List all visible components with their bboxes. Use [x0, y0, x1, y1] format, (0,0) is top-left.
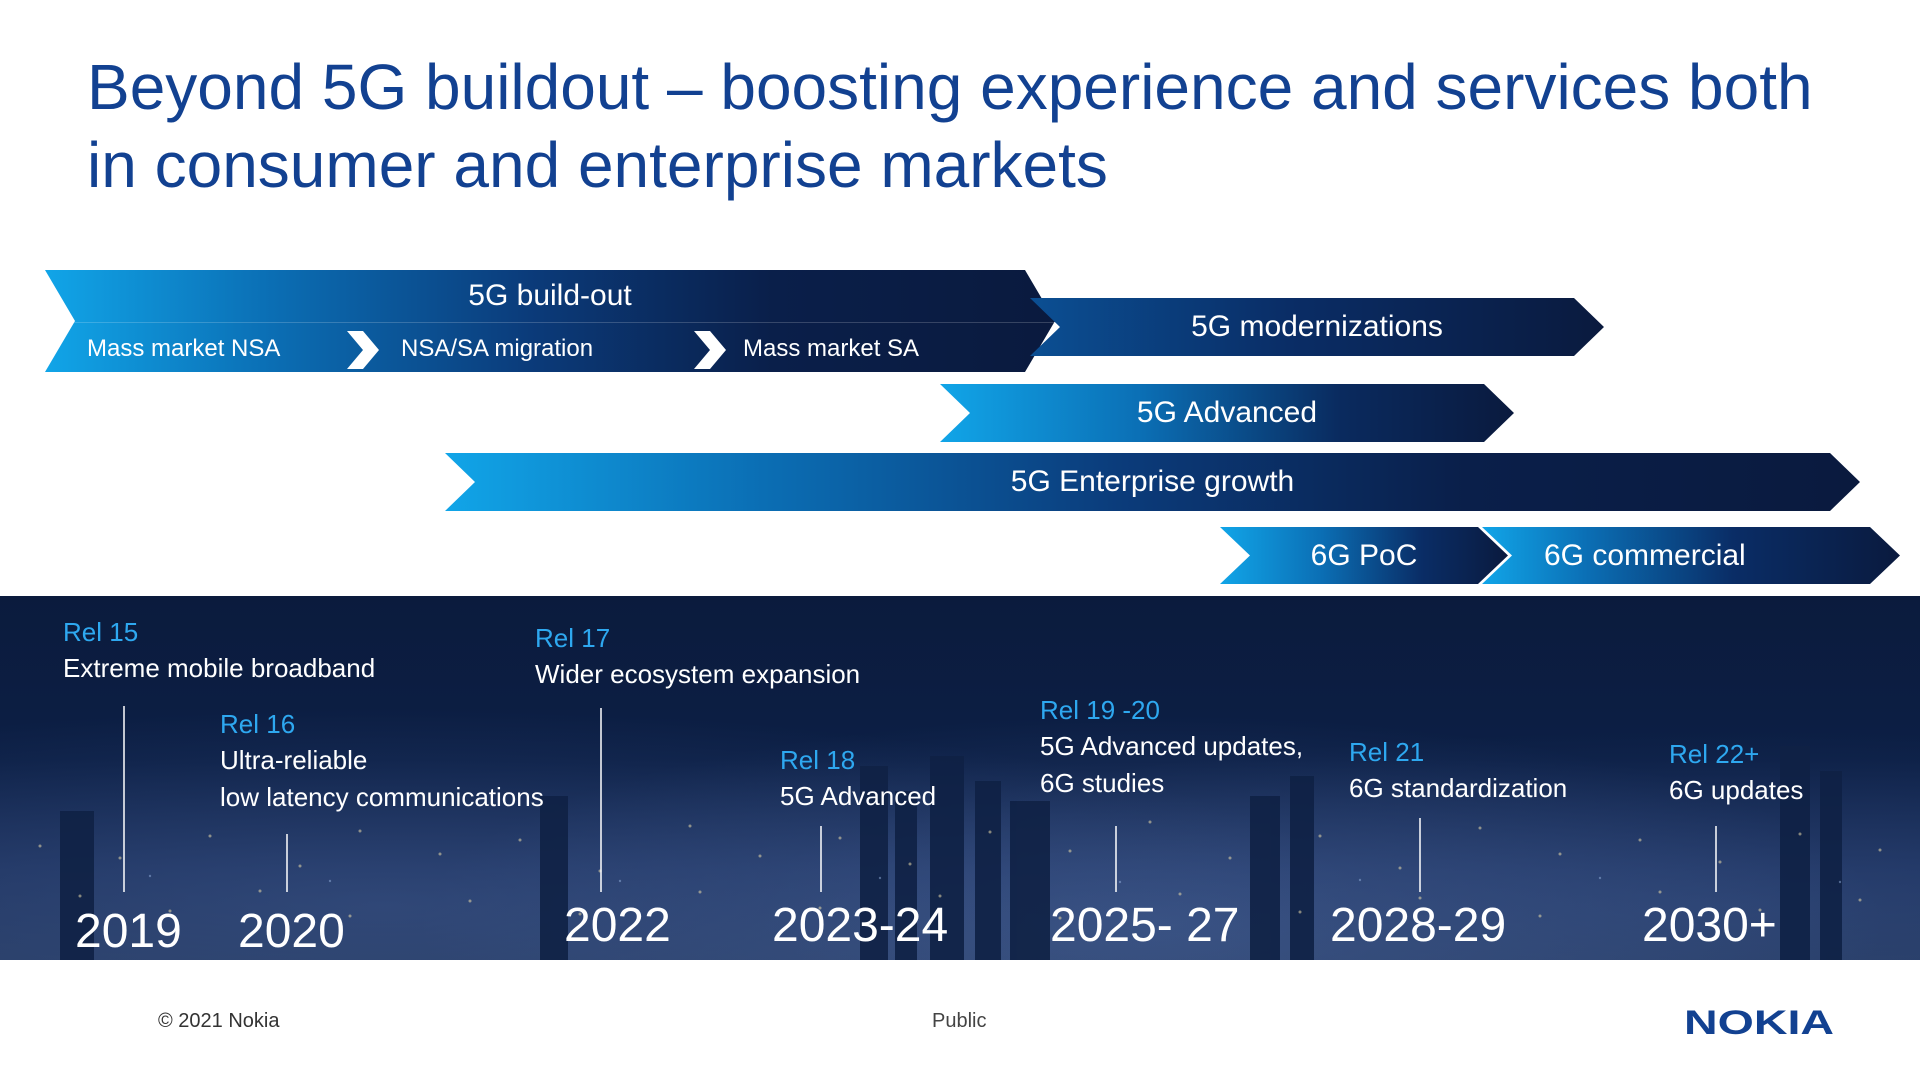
release-rel19-20-desc-line1: 5G Advanced updates,	[1040, 731, 1304, 761]
release-rel22-plus-desc: 6G updates	[1669, 775, 1804, 805]
copyright-text: © 2021 Nokia	[158, 1010, 280, 1032]
release-rel18: Rel 18	[780, 745, 856, 775]
phase-mass-market-nsa: Mass market NSA	[87, 335, 281, 362]
release-rel19-20: Rel 19 -20	[1040, 695, 1160, 725]
year-2022: 2022	[564, 899, 671, 952]
timeline-tick-2028-29	[1419, 818, 1421, 892]
classification-label: Public	[932, 1010, 987, 1032]
year-2019: 2019	[75, 905, 182, 958]
timeline-background	[0, 596, 1920, 960]
release-rel22-plus: Rel 22+	[1669, 739, 1760, 769]
arrow-5g-enterprise-growth: 5G Enterprise growth	[445, 453, 1860, 511]
arrow-5g-buildout: 5G build-out Mass market NSA NSA/SA migr…	[45, 270, 1055, 372]
slide-title: Beyond 5G buildout – boosting experience…	[87, 51, 1813, 201]
release-rel16-desc-line1: Ultra-reliable	[220, 745, 368, 775]
timeline-tick-2030-plus	[1715, 826, 1717, 892]
arrow-5g-advanced: 5G Advanced	[940, 384, 1514, 442]
nokia-logo: NOKIA	[1684, 1004, 1834, 1039]
year-2025-27: 2025- 27	[1050, 899, 1240, 952]
release-rel15: Rel 15	[63, 617, 139, 647]
year-2023-24: 2023-24	[772, 899, 949, 952]
release-rel21: Rel 21	[1349, 737, 1425, 767]
arrow-5g-buildout-label: 5G build-out	[468, 279, 632, 312]
city-lights-image	[38, 746, 1882, 960]
phase-nsa-sa-migration: NSA/SA migration	[401, 335, 594, 362]
chevron-right-icon	[690, 331, 730, 369]
arrow-6g-poc: 6G PoC	[1220, 527, 1508, 584]
timeline-tick-2022	[600, 708, 602, 892]
year-2030-plus: 2030+	[1642, 899, 1777, 952]
release-rel16-desc-line2: low latency communications	[220, 782, 544, 812]
arrow-6g-commercial: 6G commercial	[1482, 527, 1900, 584]
year-2028-29: 2028-29	[1330, 899, 1507, 952]
release-rel17-desc: Wider ecosystem expansion	[535, 659, 861, 689]
release-rel18-desc: 5G Advanced	[780, 781, 937, 811]
timeline-tick-2019	[123, 706, 125, 892]
release-rel21-desc: 6G standardization	[1349, 773, 1568, 803]
timeline-tick-2020	[286, 834, 288, 892]
timeline-tick-2023-24	[820, 826, 822, 892]
chevron-right-icon	[343, 331, 383, 369]
phase-mass-market-sa: Mass market SA	[743, 335, 920, 362]
release-rel17: Rel 17	[535, 623, 611, 653]
year-2020: 2020	[238, 905, 345, 958]
timeline-tick-2025-27	[1115, 826, 1117, 892]
release-rel16: Rel 16	[220, 709, 296, 739]
buildout-phases: Mass market NSA NSA/SA migration Mass ma…	[45, 322, 1055, 372]
arrow-5g-modernizations: 5G modernizations	[1030, 298, 1604, 356]
release-rel15-desc: Extreme mobile broadband	[63, 653, 376, 683]
release-rel19-20-desc-line2: 6G studies	[1040, 768, 1165, 798]
svg-text:NOKIA: NOKIA	[1684, 1004, 1834, 1039]
